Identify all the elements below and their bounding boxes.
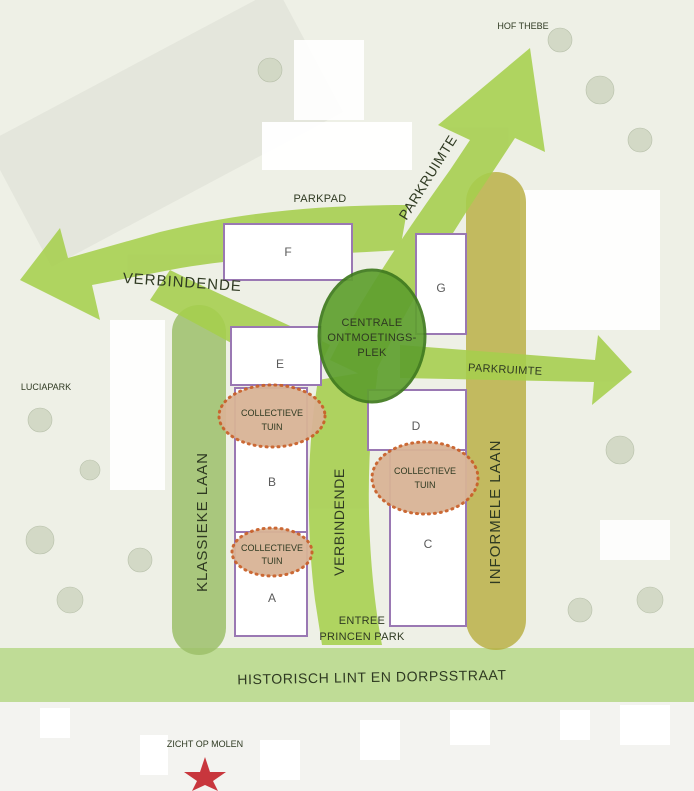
tree xyxy=(127,547,153,573)
zicht-op-molen-star-icon xyxy=(184,757,226,791)
trees-layer xyxy=(25,27,664,623)
building-letter-D: D xyxy=(412,419,421,433)
context-building xyxy=(600,520,670,560)
railway-strip xyxy=(0,0,343,267)
collective-gardens xyxy=(217,383,480,578)
parkruimte-arrow-east xyxy=(400,335,632,405)
context-building xyxy=(260,740,300,780)
label-parkruimte-east: PARKRUIMTE xyxy=(468,362,543,378)
collectieve-tuin-east-line2: TUIN xyxy=(415,480,436,490)
collectieve-tuin-east-line1: COLLECTIEVE xyxy=(394,466,456,476)
tree xyxy=(636,586,664,614)
collectieve-tuin-north xyxy=(217,383,327,449)
tree xyxy=(567,597,593,623)
label-klassieke-laan: KLASSIEKE LAAN xyxy=(194,452,211,592)
label-entree: ENTREE xyxy=(339,615,385,627)
verbindende-arrow-south xyxy=(308,370,382,645)
context-building xyxy=(620,705,670,745)
context-building xyxy=(294,40,364,120)
label-luciapark: LUCIAPARK xyxy=(21,382,71,392)
building-letter-B: B xyxy=(268,475,276,489)
building-letters: F G E B A D C xyxy=(268,245,446,605)
label-historisch-lint: HISTORISCH LINT EN DORPSSTRAAT xyxy=(237,667,507,688)
label-ontmoetings: ONTMOETINGS- xyxy=(327,332,416,344)
collectieve-tuin-south-line1: COLLECTIEVE xyxy=(241,543,303,553)
building-letter-C: C xyxy=(424,537,433,551)
collectieve-tuin-east xyxy=(370,440,480,516)
context-building xyxy=(360,720,400,760)
context-building xyxy=(140,735,168,775)
context-building xyxy=(110,320,165,490)
collectieve-tuin-south-line2: TUIN xyxy=(262,556,283,566)
label-hof-thebe: HOF THEBE xyxy=(497,21,548,31)
tree xyxy=(627,127,653,153)
label-zicht-op-molen: ZICHT OP MOLEN xyxy=(167,739,243,749)
garden-labels: COLLECTIEVE TUIN COLLECTIEVE TUIN COLLEC… xyxy=(241,408,456,566)
context-building xyxy=(520,190,660,330)
tree xyxy=(547,27,573,53)
label-centrale: CENTRALE xyxy=(341,317,402,329)
building-letter-G: G xyxy=(436,281,445,295)
label-parkpad: PARKPAD xyxy=(293,193,346,205)
tree xyxy=(257,57,283,83)
label-informele-laan: INFORMELE LAAN xyxy=(487,440,504,585)
building-letter-F: F xyxy=(284,245,291,259)
context-building xyxy=(40,708,70,738)
context-building xyxy=(560,710,590,740)
context-building xyxy=(262,122,412,170)
collectieve-tuin-north-line2: TUIN xyxy=(262,422,283,432)
building-letter-E: E xyxy=(276,357,284,371)
tree xyxy=(605,435,635,465)
building-F xyxy=(223,223,353,281)
context-building xyxy=(450,710,490,745)
informele-laan-band xyxy=(466,172,526,650)
tree xyxy=(27,407,53,433)
label-princen-park: PRINCEN PARK xyxy=(319,631,405,643)
collectieve-tuin-south xyxy=(230,526,314,578)
tree xyxy=(79,459,101,481)
label-plek: PLEK xyxy=(357,347,387,359)
tree xyxy=(56,586,84,614)
building-letter-A: A xyxy=(268,591,276,605)
collectieve-tuin-north-line1: COLLECTIEVE xyxy=(241,408,303,418)
tree xyxy=(585,75,615,105)
centrale-ontmoetingsplek-circle xyxy=(317,268,427,404)
historisch-lint-band xyxy=(0,648,694,702)
tree xyxy=(25,525,55,555)
building-E xyxy=(230,326,322,386)
label-verbindende-vertical: VERBINDENDE xyxy=(331,468,347,576)
klassieke-laan-band xyxy=(172,305,226,655)
